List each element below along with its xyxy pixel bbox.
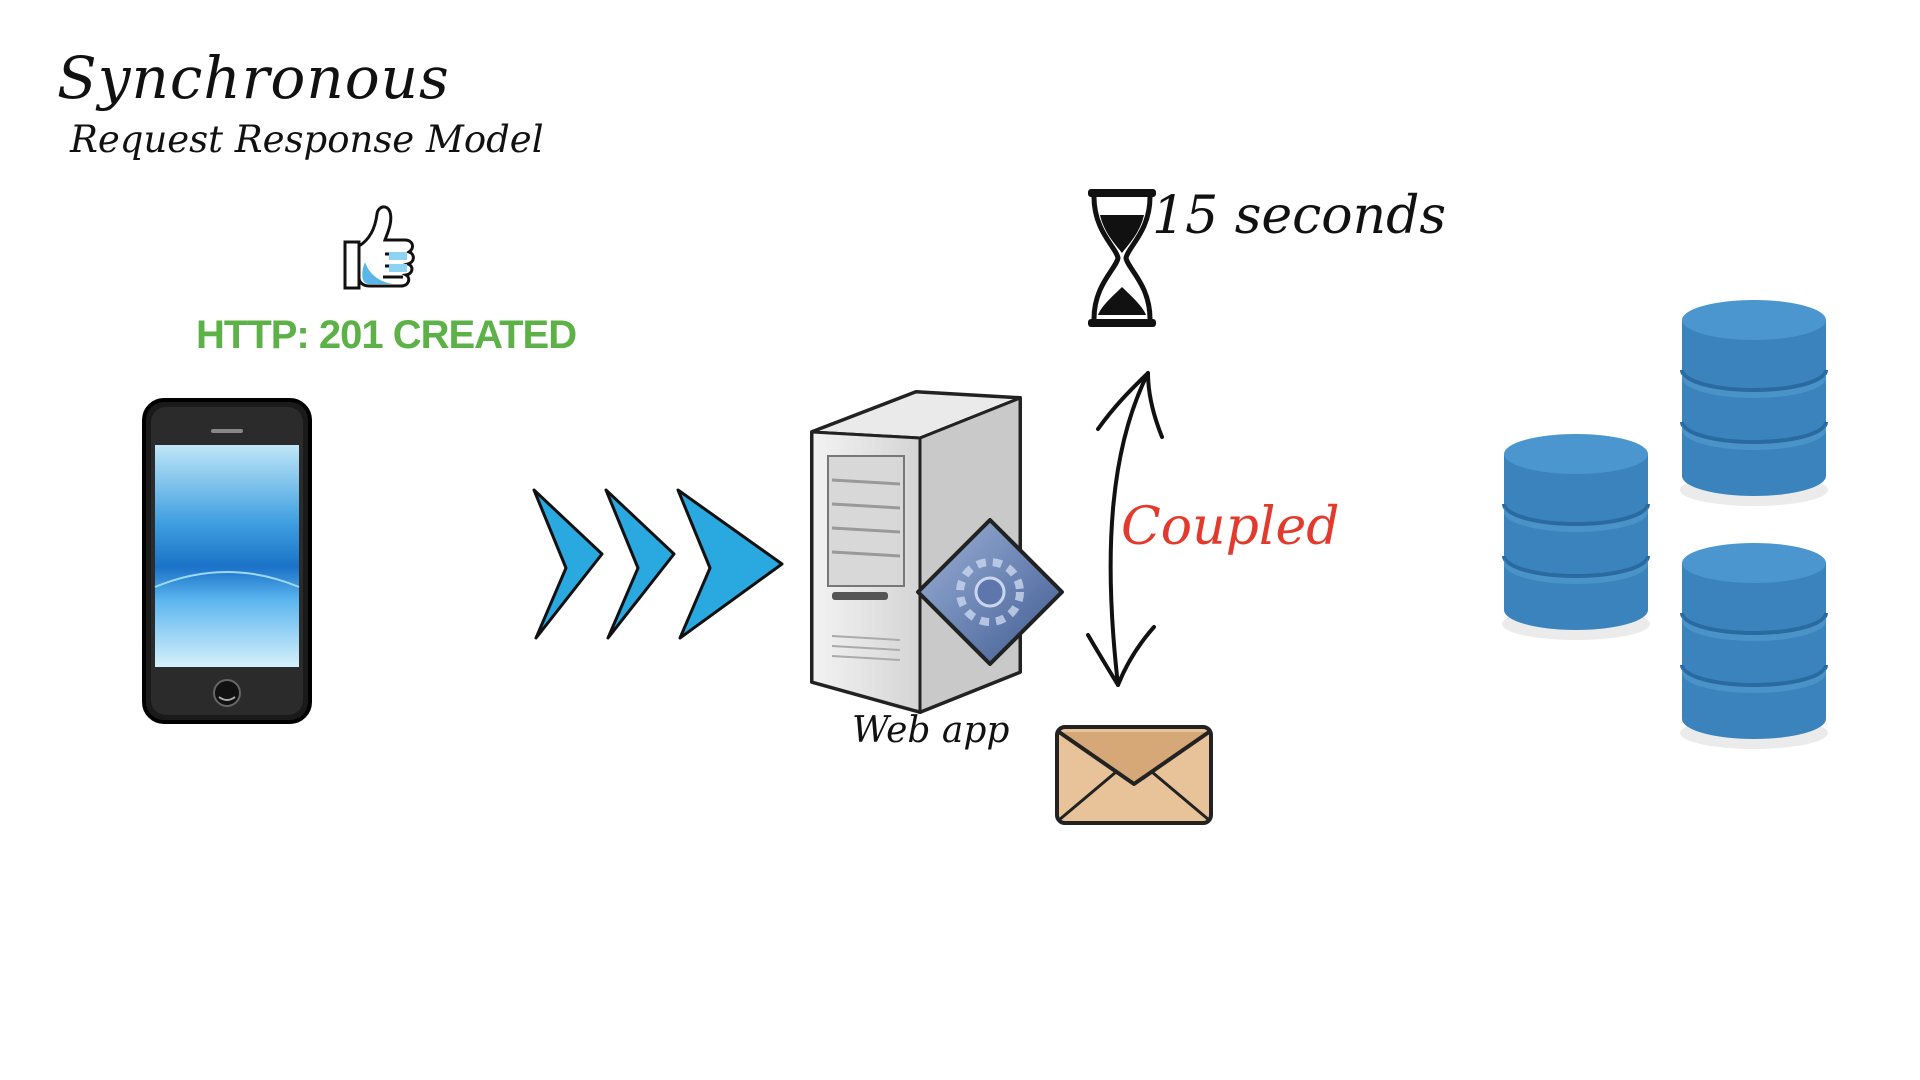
coupled-label: Coupled [1121,497,1340,557]
thumbs-up-icon [343,205,415,290]
database-icon [1680,300,1828,506]
diagram-title: Synchronous [57,44,450,112]
server-tower-icon [810,390,1064,715]
hourglass-icon [1088,189,1156,327]
http-status-label: HTTP: 201 CREATED [196,313,577,357]
diagram-subtitle: Request Response Model [70,118,544,161]
web-app-label: Web app [852,710,1010,751]
database-icon [1502,434,1650,640]
database-icon [1680,543,1828,749]
duration-label: 15 seconds [1152,186,1447,246]
envelope-icon [1055,725,1213,825]
chevron-arrows-icon [532,488,784,640]
bidirectional-arrow-icon [1086,371,1164,687]
smartphone-icon [142,398,312,724]
